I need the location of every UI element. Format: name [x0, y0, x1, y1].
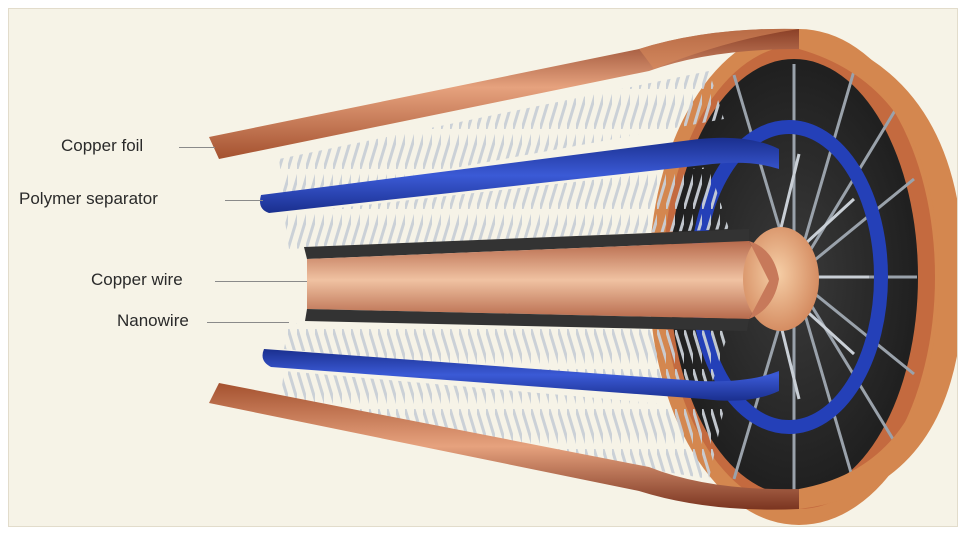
nanowire-cable-cutaway	[9, 9, 958, 527]
leader-copper-foil	[179, 147, 215, 148]
leader-copper-wire	[215, 281, 307, 282]
label-copper-wire: Copper wire	[91, 270, 183, 290]
diagram-frame: Copper foil Polymer separator Copper wir…	[8, 8, 958, 527]
leader-nanowire	[207, 322, 289, 323]
label-polymer-separator: Polymer separator	[19, 189, 158, 209]
leader-polymer-separator	[225, 200, 263, 201]
label-copper-foil: Copper foil	[61, 136, 143, 156]
label-nanowire: Nanowire	[117, 311, 189, 331]
